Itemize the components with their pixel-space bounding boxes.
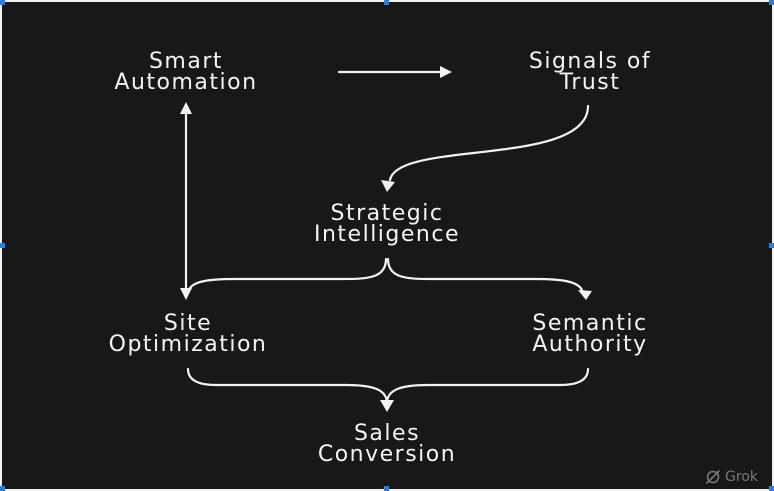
resize-handle-bottom-right[interactable] [769, 486, 774, 491]
edge-semantic-to-sales [385, 367, 590, 404]
arrowhead-semantic [578, 290, 592, 300]
edge-intelligence-to-site [187, 257, 388, 292]
resize-handle-top-left[interactable] [0, 0, 5, 5]
node-semantic-authority-line1: Semantic [532, 311, 648, 336]
watermark-text: Grok [725, 469, 758, 485]
node-signals-of-trust: Signals of Trust [480, 49, 700, 95]
node-signals-of-trust-line1: Signals of [528, 49, 652, 74]
edge-site-to-sales [186, 367, 389, 404]
node-site-optimization: Site Optimization [52, 311, 324, 357]
resize-handle-top[interactable] [384, 0, 389, 5]
node-site-optimization-line1: Site [163, 311, 213, 336]
resize-handle-left[interactable] [0, 243, 5, 248]
node-smart-automation-line2: Automation [114, 70, 258, 95]
node-sales-conversion-line1: Sales [353, 421, 421, 446]
grok-logo-icon [706, 470, 720, 484]
arrowhead-automation-up [180, 102, 192, 114]
node-semantic-authority-line2: Authority [532, 332, 648, 357]
node-strategic-intelligence: Strategic Intelligence [265, 201, 509, 247]
resize-handle-top-right[interactable] [769, 0, 774, 5]
node-smart-automation: Smart Automation [67, 49, 305, 95]
edge-intelligence-to-semantic [386, 257, 584, 292]
edge-trust-to-intelligence [388, 104, 590, 182]
arrowhead-intelligence [381, 180, 395, 192]
node-sales-conversion-line2: Conversion [317, 442, 457, 467]
resize-handle-right[interactable] [769, 243, 774, 248]
arrowhead-trust [440, 66, 452, 78]
arrowhead-sales [380, 400, 394, 412]
node-strategic-intelligence-line1: Strategic [330, 201, 444, 226]
grok-watermark: Grok [705, 469, 758, 485]
node-strategic-intelligence-line2: Intelligence [313, 222, 460, 247]
node-sales-conversion: Sales Conversion [265, 421, 509, 467]
node-semantic-authority: Semantic Authority [480, 311, 700, 357]
node-site-optimization-line2: Optimization [108, 332, 268, 357]
node-smart-automation-line1: Smart [148, 49, 224, 74]
node-signals-of-trust-line2: Trust [559, 70, 621, 95]
resize-handle-bottom-left[interactable] [0, 486, 5, 491]
resize-handle-bottom[interactable] [384, 486, 389, 491]
